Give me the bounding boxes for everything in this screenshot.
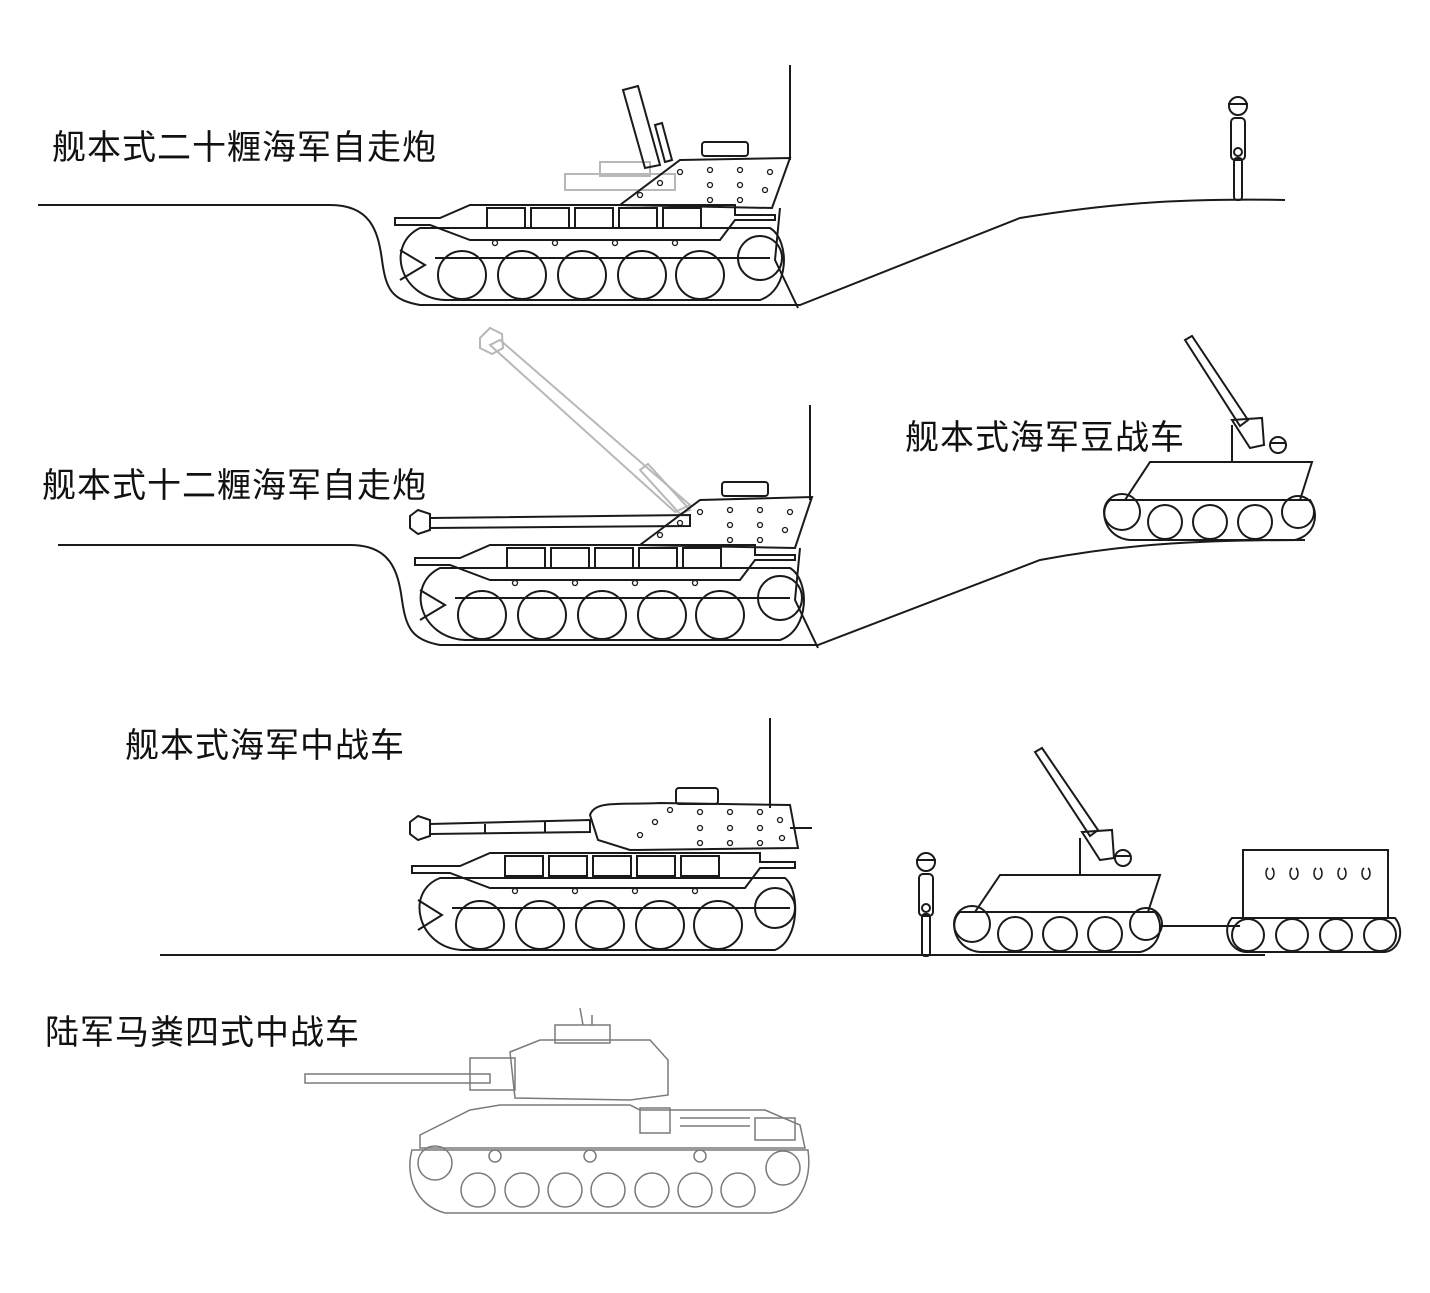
label-army-type4-medium-tank: 陆军马粪四式中战车 [45, 1013, 360, 1053]
road-wheels [457, 575, 803, 640]
rivets [511, 506, 794, 587]
track-belt [409, 1149, 810, 1214]
engine-deck-details [639, 1107, 796, 1141]
hull [419, 1104, 806, 1149]
hull [411, 852, 796, 889]
mortar-barrel [621, 84, 674, 170]
hull [414, 544, 796, 581]
hull [394, 204, 776, 241]
ghost-barrel [479, 326, 692, 516]
main-gun [409, 508, 691, 536]
scene-sp12 [58, 326, 1316, 649]
soldier-figure [1228, 96, 1248, 201]
label-sp12-self-propelled-gun: 舰本式十二糎海军自走炮 [42, 466, 427, 506]
track-belt [399, 227, 785, 301]
dozer-blade [773, 207, 799, 309]
terrain-line [58, 539, 1306, 646]
road-wheels [455, 887, 796, 950]
scene-sp20 [38, 65, 1286, 309]
bean-tank-with-trailer [953, 746, 1402, 953]
casemate [637, 495, 814, 550]
road-wheels [437, 235, 783, 300]
casemate [617, 156, 792, 210]
side-boxes [506, 547, 722, 569]
track-belt [418, 877, 797, 951]
turret [509, 1039, 669, 1101]
trailer-hooks [1265, 867, 1371, 880]
terrain-line [38, 198, 1286, 306]
side-boxes [504, 855, 720, 877]
scene-medium-tank [160, 718, 1402, 957]
road-wheels [417, 1145, 801, 1208]
side-boxes [486, 207, 702, 229]
main-gun [409, 814, 591, 842]
label-sp20-self-propelled-gun: 舰本式二十糎海军自走炮 [52, 128, 437, 168]
bean-tank [1103, 334, 1316, 541]
soldier-figure [916, 852, 936, 957]
label-bean-tank: 舰本式海军豆战车 [905, 418, 1185, 458]
ghost-gun [564, 161, 676, 191]
dozer-blade [793, 547, 819, 649]
rivets [491, 166, 774, 247]
return-rollers [488, 1149, 707, 1163]
turret [588, 801, 800, 852]
label-navy-medium-tank: 舰本式海军中战车 [125, 726, 405, 766]
scene-army-tank [304, 1007, 810, 1214]
rivets [511, 806, 786, 895]
track-belt [419, 567, 805, 641]
